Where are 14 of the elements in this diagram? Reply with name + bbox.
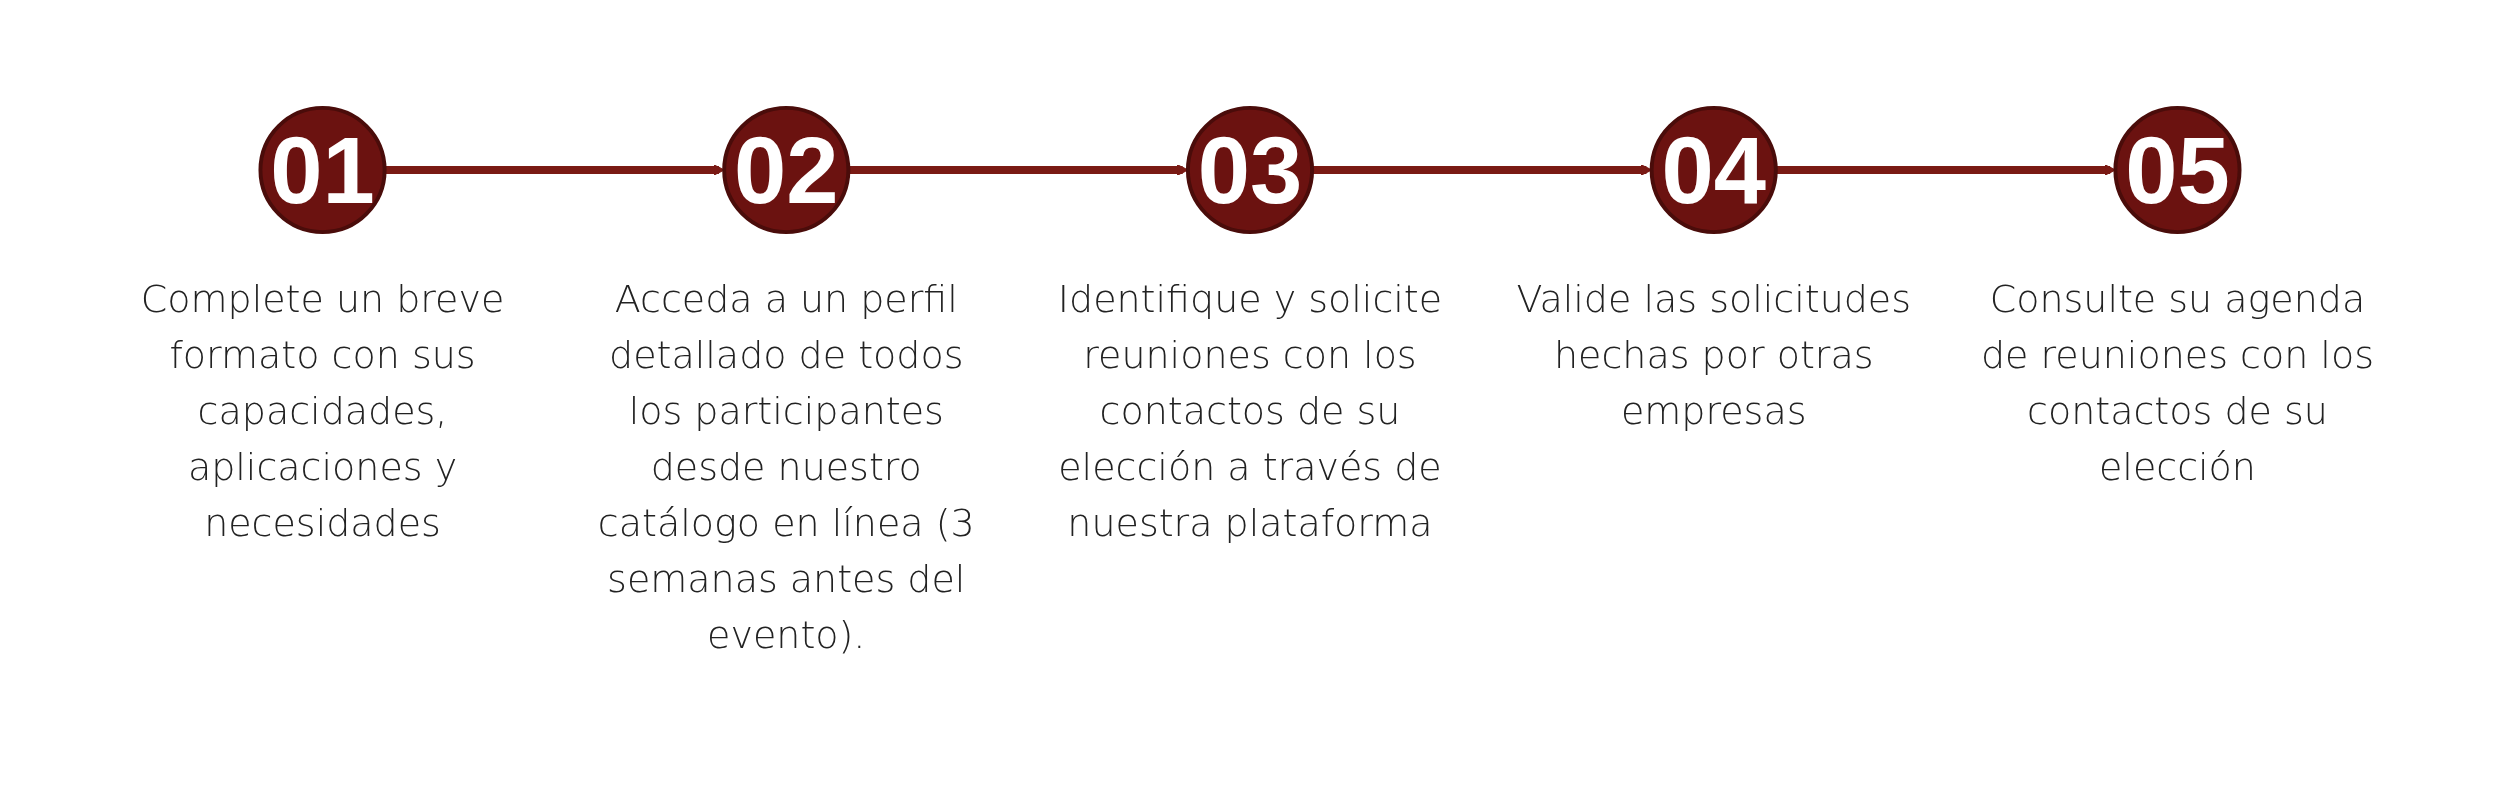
step-number-circle: 03 (1185, 105, 1315, 235)
arrow (848, 164, 1189, 176)
step-description: Consulte su agenda de reuniones con los contactos de su elección (1979, 275, 2375, 491)
step-number-circle: 05 (2113, 105, 2242, 235)
step-description: Valide las solicitudes hechas por otras empresas (1515, 275, 1913, 435)
step-number-circle: 04 (1649, 105, 1778, 235)
step-number-circle: 01 (258, 105, 387, 235)
step-description: Identifique y solicite reuniones con los contactos de su elección a través de nuestra plataforma (1056, 275, 1444, 547)
step-description: Acceda a un perfil detallado de todos los participantes desde nuestro catálogo en línea (3 semanas antes del evento). (596, 275, 976, 659)
arrow (1312, 164, 1653, 176)
step-number-circle: 02 (722, 105, 851, 235)
arrow (384, 164, 725, 176)
step-description: Complete un breve formato con sus capacidades, aplicaciones y necesidades (139, 275, 506, 547)
arrow (1775, 164, 2116, 176)
